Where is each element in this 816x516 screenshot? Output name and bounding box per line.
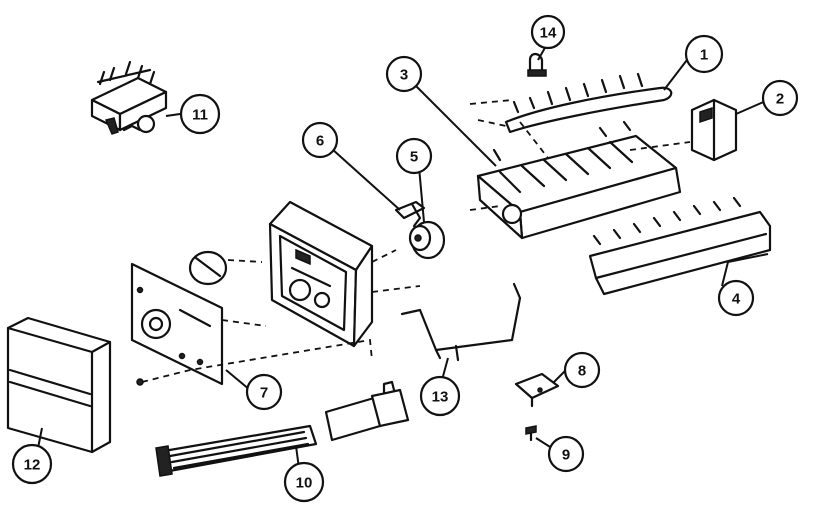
screw	[525, 425, 537, 442]
callout-8: 8	[563, 351, 601, 389]
callout-3-label: 3	[400, 67, 408, 84]
shutoff-arm	[400, 282, 522, 362]
callout-13-label: 13	[432, 389, 449, 406]
callout-11: 11	[179, 93, 221, 135]
callout-11-label: 11	[192, 107, 208, 124]
mold-cover	[690, 98, 738, 162]
wire-harness	[136, 338, 373, 386]
callout-8-label: 8	[578, 363, 586, 380]
callout-5: 5	[395, 137, 433, 175]
callout-6-label: 6	[316, 133, 324, 150]
callout-1: 1	[684, 34, 724, 74]
callout-4-label: 4	[732, 291, 741, 308]
callout-4: 4	[717, 279, 755, 317]
heater-assembly	[155, 380, 410, 477]
callout-10: 10	[283, 461, 325, 503]
front-cover	[6, 316, 112, 454]
ice-stripper	[588, 196, 772, 296]
callout-2: 2	[761, 79, 799, 117]
callout-7: 7	[245, 373, 283, 411]
callout-3: 3	[385, 55, 423, 93]
control-housing	[268, 200, 421, 348]
callout-1-label: 1	[700, 47, 708, 64]
switch-arm	[394, 200, 426, 228]
ice-mold	[469, 120, 691, 240]
callout-6: 6	[301, 121, 339, 159]
ejector-rake	[469, 72, 673, 134]
callout-9: 9	[547, 435, 585, 473]
callout-12: 12	[11, 443, 53, 485]
motor	[408, 220, 446, 260]
callout-10-label: 10	[296, 475, 313, 492]
bracket	[514, 372, 560, 408]
mounting-plate	[130, 250, 267, 386]
leader-lines	[37, 45, 769, 477]
callout-14: 14	[530, 14, 566, 50]
callout-14-label: 14	[540, 25, 557, 42]
callout-13: 13	[419, 375, 461, 417]
callout-9-label: 9	[562, 447, 570, 464]
clip-part	[527, 52, 547, 77]
callout-2-label: 2	[776, 91, 784, 108]
callout-5-label: 5	[410, 149, 418, 166]
callout-12-label: 12	[24, 457, 41, 474]
water-valve	[90, 60, 168, 135]
callout-7-label: 7	[260, 385, 268, 402]
